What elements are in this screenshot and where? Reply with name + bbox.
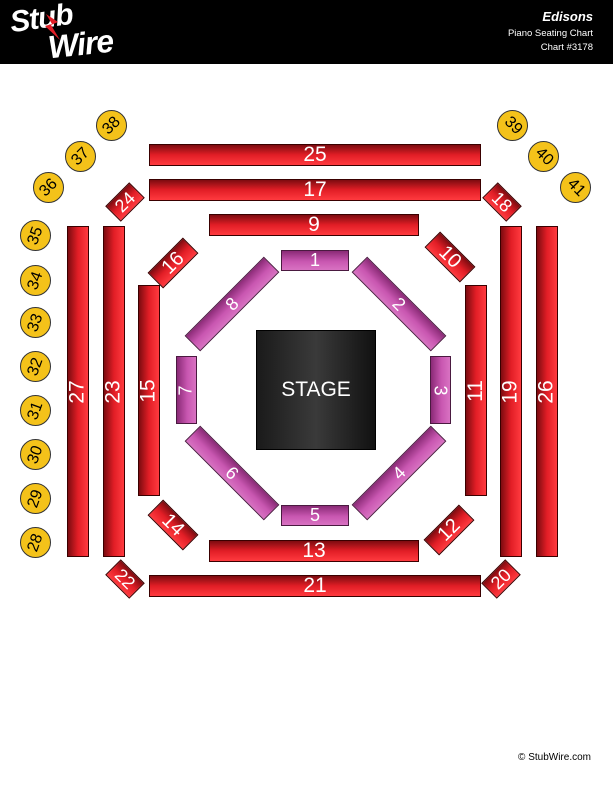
section-22[interactable]: 22	[105, 559, 145, 599]
table-33[interactable]: 33	[20, 307, 51, 338]
copyright-text: © StubWire.com	[518, 752, 591, 763]
table-28-label: 28	[23, 531, 47, 554]
section-5[interactable]: 5	[281, 505, 349, 526]
table-40[interactable]: 40	[528, 141, 559, 172]
section-20[interactable]: 20	[481, 559, 521, 599]
section-6-label: 6	[221, 462, 243, 484]
section-23-label: 23	[102, 379, 126, 404]
table-41[interactable]: 41	[560, 172, 591, 203]
table-39-label: 39	[500, 112, 526, 138]
table-41-label: 41	[563, 174, 589, 200]
section-27[interactable]: 27	[66, 226, 90, 557]
section-2-label: 2	[388, 293, 410, 315]
section-20-label: 20	[486, 564, 515, 593]
table-32[interactable]: 32	[20, 351, 51, 382]
stage-label: STAGE	[281, 378, 351, 401]
section-10-label: 10	[434, 241, 466, 273]
chart-number: Chart #3178	[540, 42, 593, 53]
section-4-label: 4	[388, 462, 410, 484]
table-39[interactable]: 39	[497, 110, 528, 141]
table-40-label: 40	[531, 143, 557, 169]
table-30[interactable]: 30	[20, 439, 51, 470]
table-38-label: 38	[98, 112, 124, 138]
section-10[interactable]: 10	[424, 231, 476, 283]
section-7[interactable]: 7	[176, 356, 197, 424]
section-19[interactable]: 19	[499, 226, 523, 557]
table-37-label: 37	[67, 143, 93, 169]
section-16[interactable]: 16	[147, 237, 199, 289]
section-19-label: 19	[499, 379, 523, 404]
table-29-label: 29	[23, 487, 47, 510]
section-11[interactable]: 11	[464, 285, 487, 496]
table-34[interactable]: 34	[20, 265, 51, 296]
lightning-bolt-icon	[45, 14, 60, 40]
logo-text-wire: Wire	[46, 22, 115, 66]
section-14[interactable]: 14	[147, 499, 199, 551]
table-35-label: 35	[23, 224, 47, 247]
section-21[interactable]: 21	[149, 574, 481, 597]
section-16-label: 16	[157, 247, 189, 279]
section-3-label: 3	[430, 384, 451, 396]
table-30-label: 30	[23, 443, 47, 466]
section-24[interactable]: 24	[105, 182, 145, 222]
table-36-label: 36	[35, 174, 61, 200]
section-26-label: 26	[535, 379, 559, 404]
table-36[interactable]: 36	[33, 172, 64, 203]
section-15-label: 15	[137, 378, 161, 403]
section-1[interactable]: 1	[281, 250, 349, 271]
table-29[interactable]: 29	[20, 483, 51, 514]
section-8-label: 8	[221, 293, 243, 315]
table-35[interactable]: 35	[20, 220, 51, 251]
table-31-label: 31	[23, 399, 47, 422]
table-33-label: 33	[23, 311, 47, 334]
table-32-label: 32	[23, 355, 47, 378]
table-38[interactable]: 38	[96, 110, 127, 141]
section-12[interactable]: 12	[423, 504, 475, 556]
table-31[interactable]: 31	[20, 395, 51, 426]
section-17[interactable]: 17	[149, 178, 481, 201]
venue-info: Edisons Piano Seating Chart Chart #3178	[508, 9, 593, 53]
section-15[interactable]: 15	[137, 285, 161, 496]
section-18[interactable]: 18	[482, 182, 522, 222]
section-27-label: 27	[66, 379, 90, 404]
header-bar: Stub Wire Edisons Piano Seating Chart Ch…	[0, 0, 613, 65]
section-13[interactable]: 13	[209, 539, 419, 562]
stage: STAGE	[256, 330, 376, 450]
section-9[interactable]: 9	[209, 213, 419, 236]
table-37[interactable]: 37	[65, 141, 96, 172]
section-22-label: 22	[111, 564, 140, 593]
section-23[interactable]: 23	[102, 226, 126, 557]
section-12-label: 12	[433, 514, 465, 546]
venue-name: Edisons	[542, 9, 593, 24]
chart-title: Piano Seating Chart	[507, 28, 593, 39]
section-3[interactable]: 3	[430, 356, 451, 424]
section-14-label: 14	[157, 509, 189, 541]
section-7-label: 7	[175, 384, 196, 396]
table-28[interactable]: 28	[20, 527, 51, 558]
section-11-label: 11	[464, 379, 487, 402]
stubwire-logo[interactable]: Stub Wire	[8, 0, 118, 65]
section-26[interactable]: 26	[535, 226, 559, 557]
table-34-label: 34	[23, 269, 47, 292]
section-18-label: 18	[488, 187, 517, 216]
section-24-label: 24	[110, 187, 139, 216]
section-25[interactable]: 25	[149, 143, 481, 166]
